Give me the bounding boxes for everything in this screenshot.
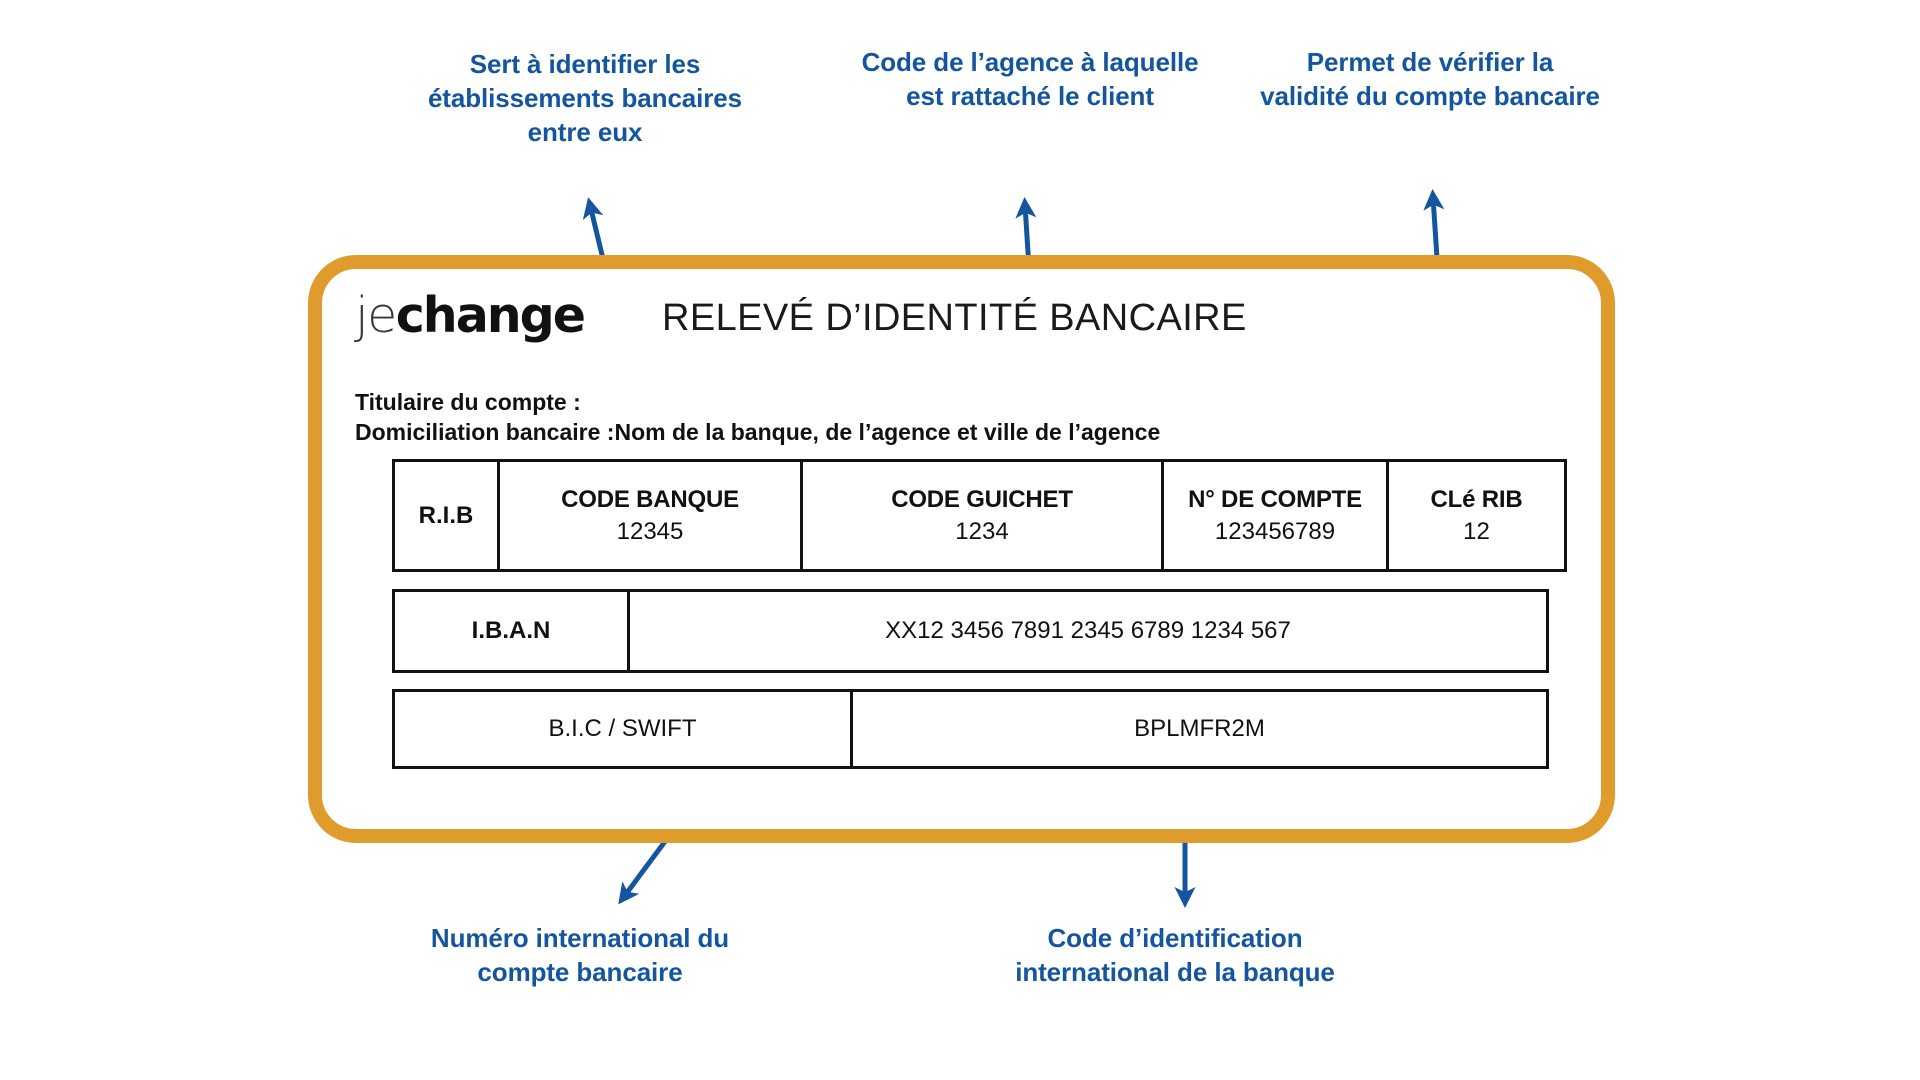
cell-code-guichet: CODE GUICHET 1234: [800, 459, 1164, 572]
card-header: jechange RELEVÉ D’IDENTITÉ BANCAIRE: [322, 269, 1601, 373]
page-title: RELEVÉ D’IDENTITÉ BANCAIRE: [662, 297, 1247, 339]
jechange-logo: jechange: [355, 291, 586, 340]
cell-numero-compte: N° DE COMPTE 123456789: [1161, 459, 1389, 572]
numero-compte-value: 123456789: [1214, 518, 1336, 545]
rib-row-label-cell: R.I.B: [392, 459, 500, 572]
iban-table: I.B.A.N XX12 3456 7891 2345 6789 1234 56…: [392, 589, 1549, 673]
holder-label: Titulaire du compte :: [355, 389, 581, 415]
domiciliation-row: Domiciliation bancaire :Nom de la banque…: [355, 417, 1160, 447]
bic-table: B.I.C / SWIFT BPLMFR2M: [392, 689, 1549, 769]
cell-code-banque: CODE BANQUE 12345: [497, 459, 803, 572]
code-banque-header: CODE BANQUE: [561, 485, 739, 513]
iban-label: I.B.A.N: [471, 617, 551, 645]
domiciliation-label: Domiciliation bancaire :: [355, 419, 615, 446]
account-holder-block: Titulaire du compte : Domiciliation banc…: [355, 387, 1160, 448]
rib-row-label: R.I.B: [418, 501, 474, 529]
annotation-iban: Numéro international du compte bancaire: [430, 923, 730, 987]
annotation-bic: Code d’identification international de l…: [1015, 923, 1335, 987]
cle-rib-value: 12: [1463, 518, 1490, 545]
iban-value: XX12 3456 7891 2345 6789 1234 567: [885, 617, 1291, 645]
iban-label-cell: I.B.A.N: [392, 589, 630, 673]
code-banque-value: 12345: [616, 518, 684, 545]
rib-table: R.I.B CODE BANQUE 12345 CODE GUICHET 123…: [392, 459, 1567, 572]
rib-document-card: jechange RELEVÉ D’IDENTITÉ BANCAIRE Titu…: [308, 255, 1615, 843]
domiciliation-value: Nom de la banque, de l’agence et ville d…: [614, 419, 1161, 446]
bic-value: BPLMFR2M: [1134, 715, 1265, 743]
annotation-code-banque: Sert à identifier les établissements ban…: [427, 49, 743, 147]
numero-compte-header: N° DE COMPTE: [1188, 485, 1362, 513]
annotation-code-guichet: Code de l’agence à laquelle est rattaché…: [861, 47, 1199, 111]
bic-label-cell: B.I.C / SWIFT: [392, 689, 853, 769]
holder-name-row: Titulaire du compte :: [355, 387, 1160, 417]
annotation-cle-rib: Permet de vérifier la validité du compte…: [1260, 47, 1600, 111]
table-row: R.I.B CODE BANQUE 12345 CODE GUICHET 123…: [392, 459, 1567, 572]
iban-value-cell: XX12 3456 7891 2345 6789 1234 567: [627, 589, 1549, 673]
cell-cle-rib: CLé RIB 12: [1386, 459, 1567, 572]
table-row: I.B.A.N XX12 3456 7891 2345 6789 1234 56…: [392, 589, 1549, 673]
bic-label: B.I.C / SWIFT: [548, 715, 697, 743]
logo-text-light: je: [355, 287, 397, 344]
table-row: B.I.C / SWIFT BPLMFR2M: [392, 689, 1549, 769]
cle-rib-header: CLé RIB: [1430, 485, 1523, 513]
bic-value-cell: BPLMFR2M: [850, 689, 1549, 769]
code-guichet-value: 1234: [955, 518, 1009, 545]
code-guichet-header: CODE GUICHET: [891, 485, 1073, 513]
logo-text-bold: change: [395, 287, 586, 344]
